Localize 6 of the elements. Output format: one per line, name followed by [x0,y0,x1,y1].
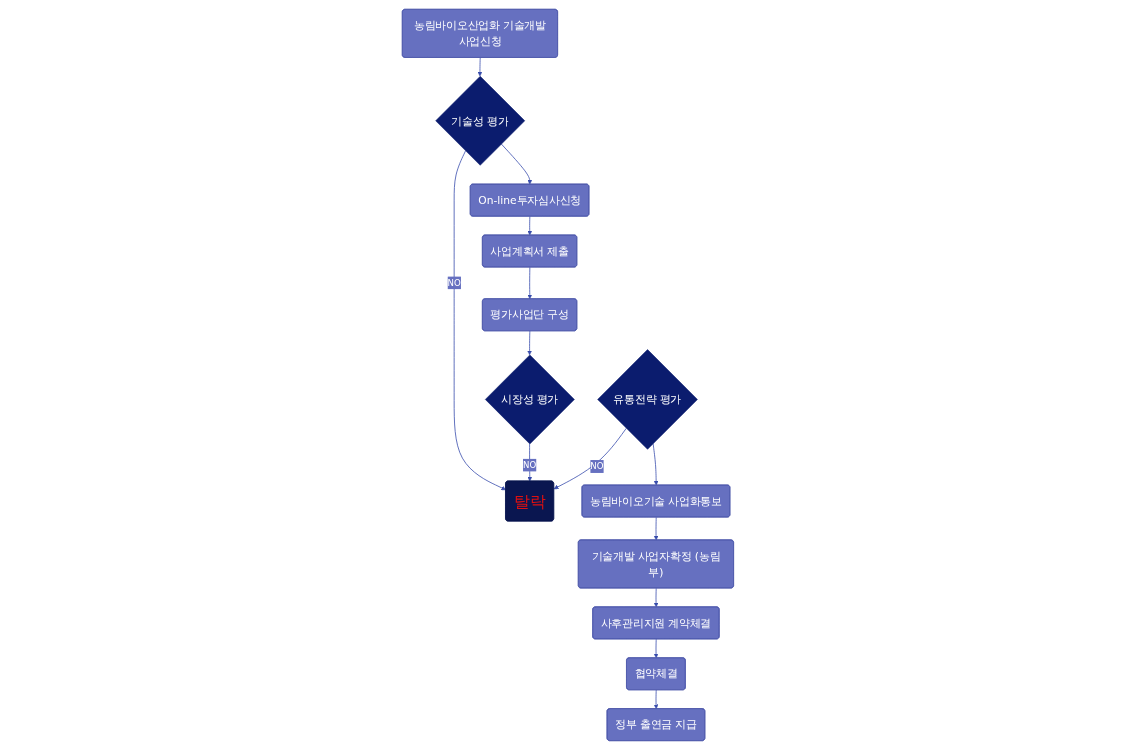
node-diamond: 시장성 평가 [485,354,575,444]
edge-label: NO [523,459,537,470]
node-diamond: 유통전략 평가 [597,348,698,450]
edge-label: NO [447,277,461,288]
edge-label: NO [590,460,604,471]
node-diamond: 기술성 평가 [435,75,526,166]
